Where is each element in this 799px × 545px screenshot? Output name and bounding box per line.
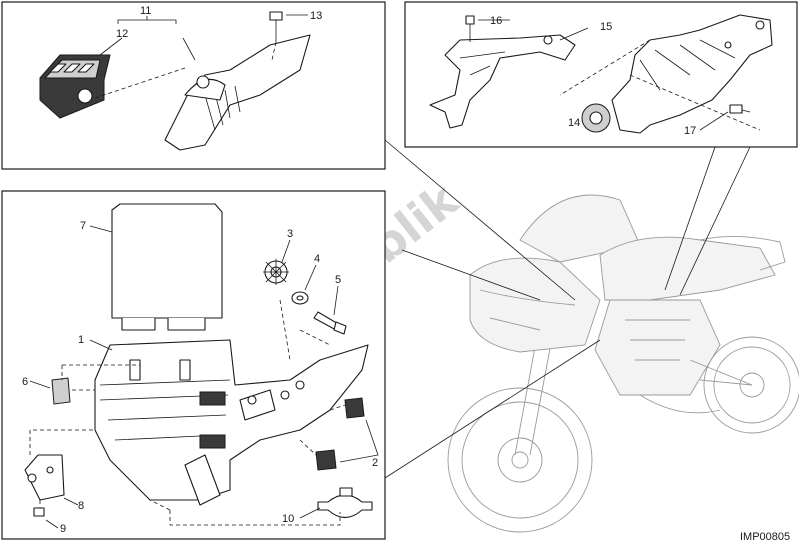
callout-15: 15 — [600, 21, 612, 33]
callout-8: 8 — [78, 500, 84, 512]
callout-4: 4 — [314, 253, 320, 265]
callout-13: 13 — [310, 10, 322, 22]
leader-bottom-box — [384, 339, 601, 479]
callout-6: 6 — [22, 376, 28, 388]
callout-14: 14 — [568, 117, 580, 129]
callout-17: 17 — [684, 125, 696, 137]
callout-3: 3 — [287, 228, 293, 240]
callout-16: 16 — [490, 15, 502, 27]
callout-11: 11 — [140, 5, 151, 17]
leader-top-box — [384, 139, 751, 301]
drawing-code: IMP00805 — [740, 531, 790, 543]
panel-bottom-left: 1 2 3 4 5 6 7 8 9 10 — [1, 190, 386, 540]
callout-9: 9 — [60, 523, 66, 535]
callout-12: 12 — [116, 28, 128, 40]
callout-10: 10 — [282, 513, 294, 525]
panel-top-right: 16 15 14 17 — [404, 1, 798, 148]
motorcycle-outline — [447, 194, 799, 533]
callout-7: 7 — [80, 220, 86, 232]
panel-top-left: 11 12 13 — [1, 1, 386, 170]
callout-2: 2 — [372, 457, 378, 469]
callout-1: 1 — [78, 334, 84, 346]
callout-5: 5 — [335, 274, 341, 286]
